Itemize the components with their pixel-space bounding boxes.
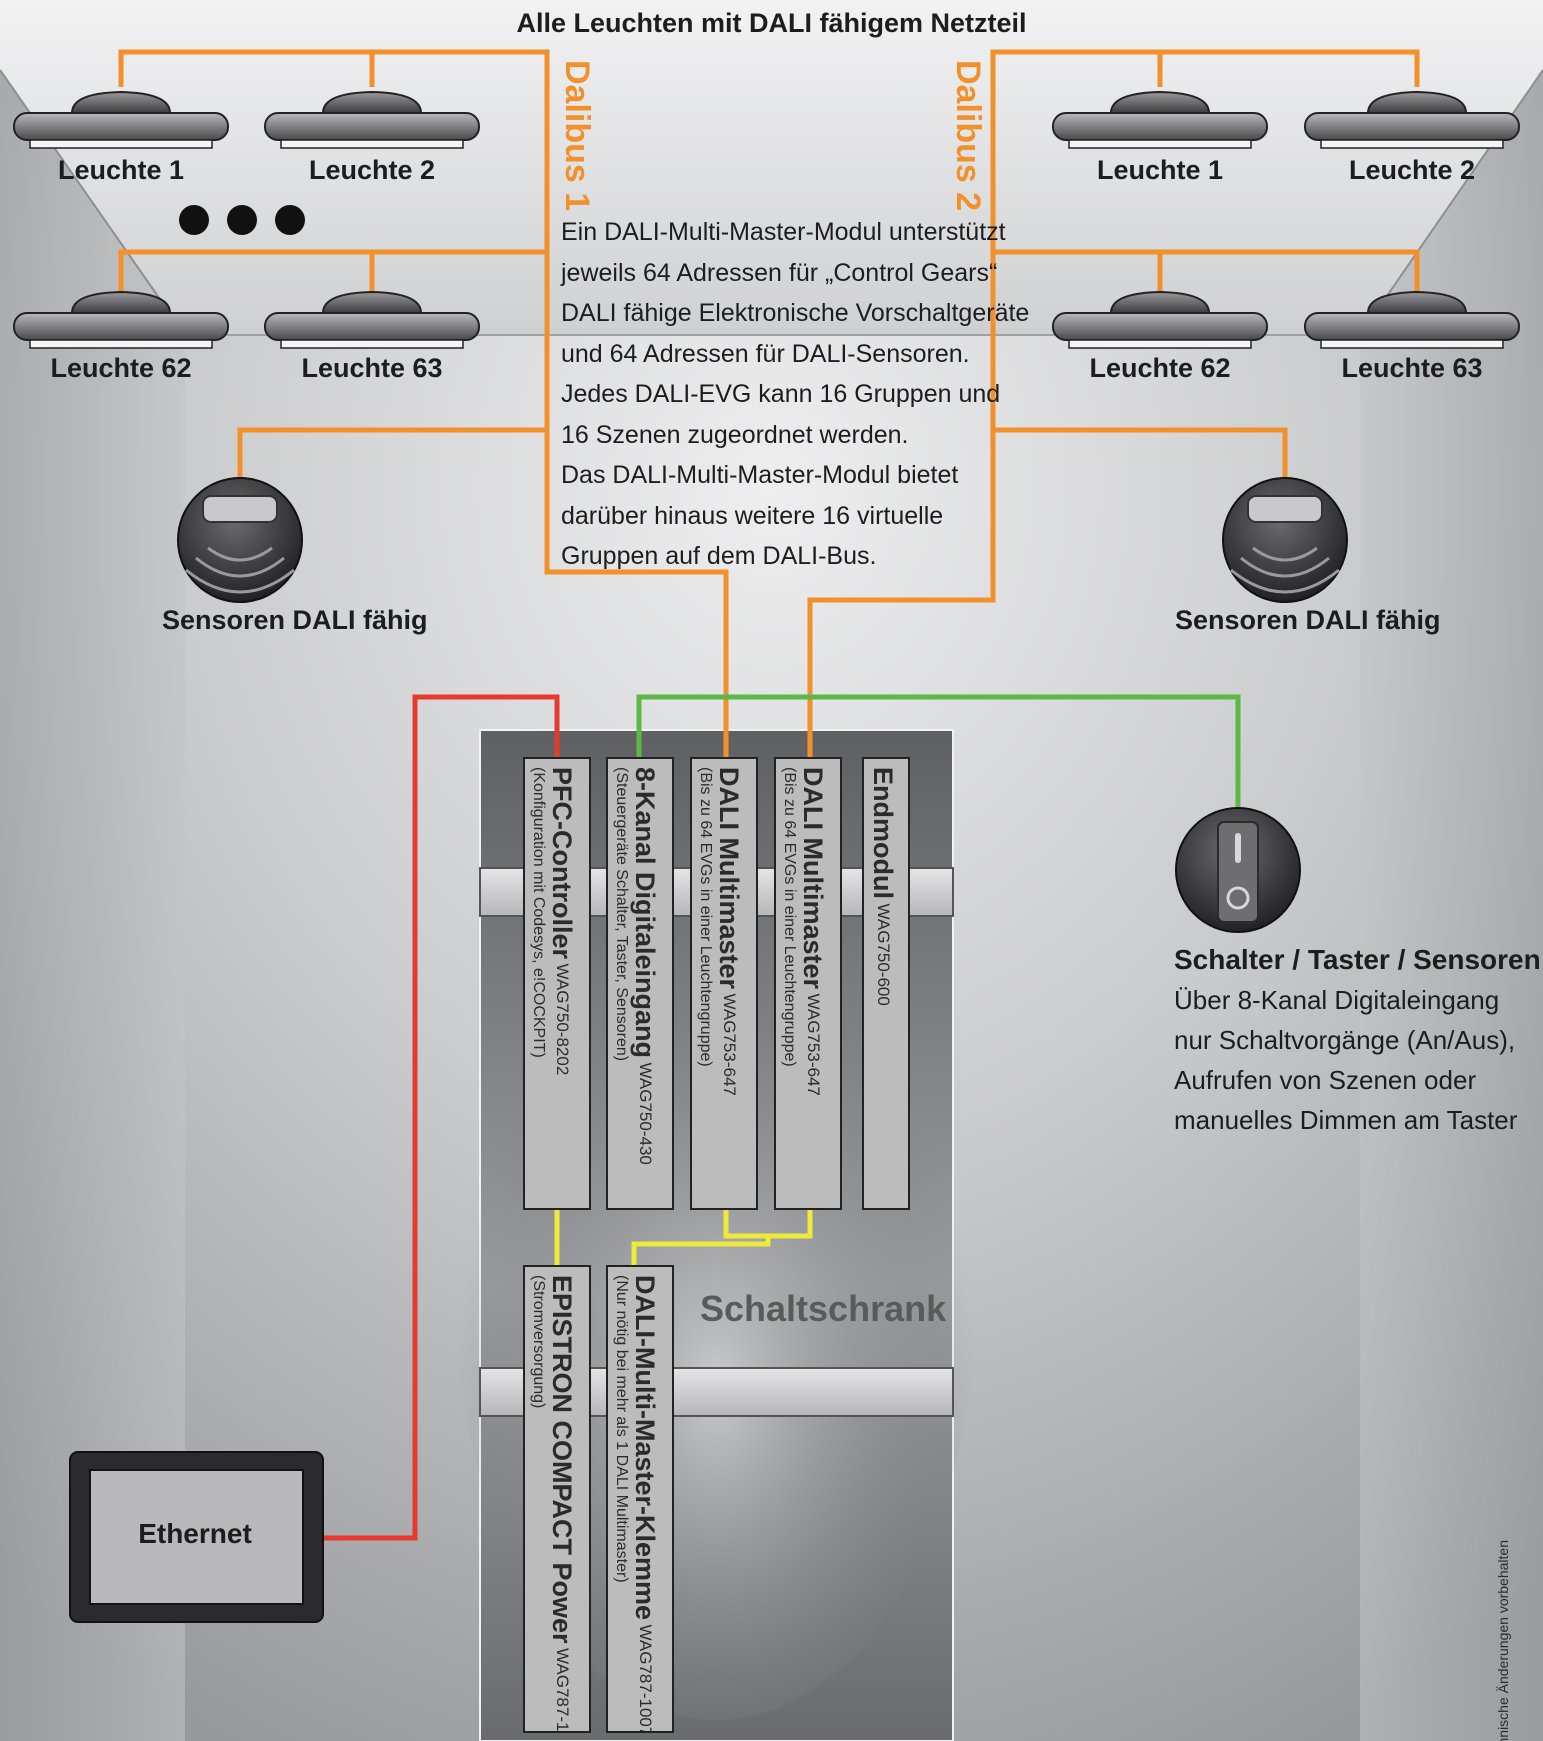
lamp-right-63 (1304, 290, 1520, 349)
switch-icon (1175, 807, 1301, 933)
lamp-left-2 (264, 90, 480, 149)
module-dali-multi-master-klemme: DALI-Multi-Master-Klemme WAG787-1007 (Nu… (606, 1265, 674, 1733)
sensor-right-icon (1222, 477, 1348, 603)
diagram-title: Alle Leuchten mit DALI fähigem Netzteil (516, 8, 1027, 38)
lamp-left-62-label: Leuchte 62 (50, 353, 192, 383)
module-title: EPISTRON COMPACT Power (547, 1275, 577, 1644)
module-title: DALI Multimaster (714, 767, 744, 990)
switch-line: nur Schaltvorgänge (An/Aus), (1174, 1025, 1516, 1055)
dalibus-1-main (118, 49, 729, 757)
sensor-left-icon (177, 477, 303, 603)
info-line: darüber hinaus weitere 16 virtuelle (561, 501, 944, 530)
digital-input-wiring (636, 694, 1241, 812)
more-lamps-ellipsis (179, 205, 305, 235)
lamp-left-2-label: Leuchte 2 (308, 155, 436, 185)
module-title: DALI-Multi-Master-Klemme (630, 1275, 660, 1621)
ethernet-label: Ethernet (138, 1518, 252, 1549)
module-dali-multimaster-2: DALI Multimaster WAG753-647 (Bis zu 64 E… (774, 757, 842, 1210)
lamp-right-1 (1052, 90, 1268, 149)
sensor-right-label: Sensoren DALI fähig (1175, 605, 1441, 635)
ethernet-device-icon (69, 1451, 324, 1623)
lamp-right-62 (1052, 290, 1268, 349)
info-line: Das DALI-Multi-Master-Modul bietet (561, 461, 959, 489)
module-endmodul: Endmodul WAG750-600 (862, 757, 910, 1210)
module-code: WAG750-8202 (553, 963, 572, 1076)
switch-line: Über 8-Kanal Digitaleingang (1174, 985, 1500, 1015)
info-line: 16 Szenen zugeordnet werden. (561, 420, 909, 449)
module-code: WAG787-1216 (553, 1648, 572, 1733)
dalibus-2-branch-lamps-63 (993, 249, 1420, 297)
room-wall-left (0, 70, 185, 1741)
module-subtitle: (Steuergeräte Schalter, Taster, Sensoren… (613, 767, 630, 1062)
power-wiring (554, 1210, 813, 1265)
info-line: DALI fähige Elektronische Vorschaltgerät… (561, 299, 1030, 327)
lamp-right-62-label: Leuchte 62 (1089, 353, 1231, 383)
module-code: WAG750-600 (874, 903, 893, 1006)
module-title: PFC-Controller (547, 767, 577, 959)
dalibus-2-label: Dalibus 2 (949, 60, 987, 212)
module-title: Endmodul (868, 767, 898, 899)
info-line: und 64 Adressen für DALI-Sensoren. (561, 339, 970, 368)
dalibus-2-branch-sensor (993, 427, 1288, 483)
lamp-left-63 (264, 290, 480, 349)
module-subtitle: (Bis zu 64 EVGs in einer Leuchtengruppe) (697, 767, 714, 1067)
lamp-left-1 (13, 90, 229, 149)
lamp-left-63-label: Leuchte 63 (301, 353, 443, 383)
module-title: 8-Kanal Digitaleingang (630, 767, 660, 1059)
lamp-right-1-label: Leuchte 1 (1096, 155, 1224, 185)
power-wire-klemme (631, 1236, 771, 1265)
module-title: DALI Multimaster (798, 767, 828, 990)
cabinet-label: Schaltschrank (700, 1288, 947, 1329)
module-subtitle: (Konfiguration mit Codesys, e!COCKPIT) (530, 767, 547, 1058)
info-line: jeweils 64 Adressen für „Control Gears“ (561, 258, 998, 287)
switch-description: Schalter / Taster / Sensoren Über 8-Kana… (1174, 940, 1541, 1140)
info-text-block: Ein DALI-Multi-Master-Modul unterstützt … (561, 212, 1029, 577)
module-code: WAG753-647 (804, 993, 823, 1096)
module-pfc-controller: PFC-Controller WAG750-8202 (Konfiguratio… (523, 757, 591, 1210)
module-code: WAG750-430 (636, 1062, 655, 1165)
module-code: WAG753-647 (720, 993, 739, 1096)
info-line: Gruppen auf dem DALI-Bus. (561, 542, 877, 570)
dalibus-2-wiring (807, 49, 1420, 757)
module-subtitle: (Stromversorgung) (530, 1275, 547, 1409)
lamp-right-2-label: Leuchte 2 (1348, 155, 1476, 185)
lamp-left-62 (13, 290, 229, 349)
module-digital-input: 8-Kanal Digitaleingang WAG750-430 (Steue… (606, 757, 674, 1210)
dalibus-1-label: Dalibus 1 (558, 60, 596, 212)
dalibus-1-branch-lamps-62 (118, 249, 547, 297)
switch-line: Aufrufen von Szenen oder (1174, 1065, 1477, 1095)
lamp-right-63-label: Leuchte 63 (1341, 353, 1483, 383)
module-subtitle: (Bis zu 64 EVGs in einer Leuchtengruppe) (781, 767, 798, 1067)
module-epistron-power: EPISTRON COMPACT Power WAG787-1216 (Stro… (523, 1265, 591, 1733)
lamp-right-2 (1304, 90, 1520, 149)
sensor-left-label: Sensoren DALI fähig (162, 605, 428, 635)
dalibus-2-main (807, 49, 1420, 757)
ethernet-wiring (320, 694, 560, 1541)
module-code: WAG787-1007 (636, 1624, 655, 1733)
switch-line: manuelles Dimmen am Taster (1174, 1105, 1518, 1135)
module-subtitle: (Nur nötig bei mehr als 1 DALI Multimast… (613, 1275, 630, 1583)
module-dali-multimaster-1: DALI Multimaster WAG753-647 (Bis zu 64 E… (690, 757, 758, 1210)
footer-note: Technische Änderungen vorbehalten (1495, 1540, 1511, 1741)
dalibus-1-wiring (118, 49, 729, 757)
info-line: Jedes DALI-EVG kann 16 Gruppen und (561, 380, 1001, 408)
dalibus-1-branch-sensor (237, 427, 547, 483)
room-wall-right (1360, 70, 1543, 1741)
info-line: Ein DALI-Multi-Master-Modul unterstützt (561, 218, 1006, 246)
lamp-left-1-label: Leuchte 1 (57, 155, 185, 185)
switch-title: Schalter / Taster / Sensoren (1174, 944, 1541, 975)
